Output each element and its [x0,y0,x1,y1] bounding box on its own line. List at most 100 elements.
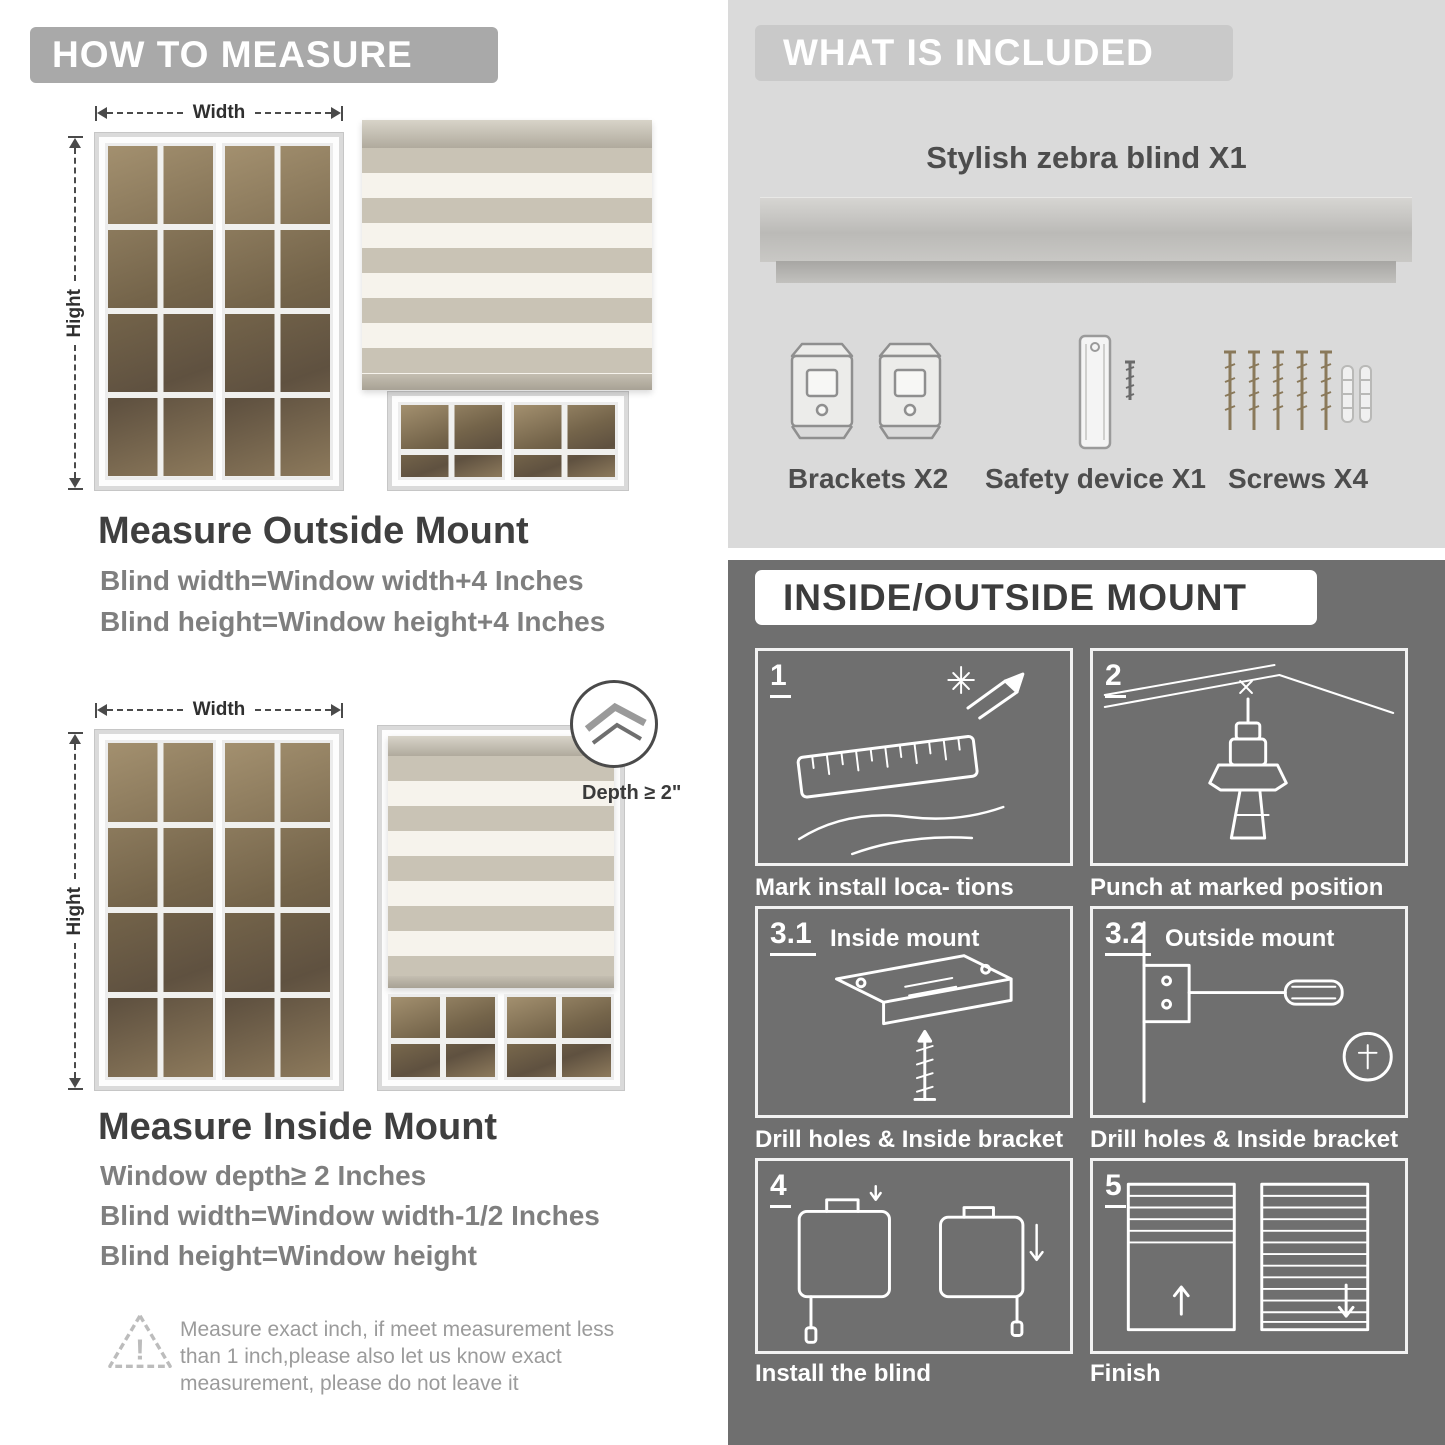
window-panes-below-blind [388,994,614,1080]
arrow-head-left-icon [97,704,107,716]
window-sash-right [511,402,618,480]
blind-bottomrail [388,976,614,988]
step-2-panel: 2 [1090,648,1408,866]
blind-stripes [362,148,652,374]
arrow-head-right-icon [331,704,341,716]
blind-bottomrail [362,374,652,390]
arrow-head-up-icon [69,138,81,148]
blind-headrail-illustration [760,197,1412,262]
step-4-panel: 4 [755,1158,1073,1354]
height-arrow-outside: Hight [64,136,85,491]
warning-text: Measure exact inch, if meet measurement … [180,1318,615,1395]
arrow-dash [74,345,76,479]
inside-outside-mount-banner-label: INSIDE/OUTSIDE MOUNT [783,576,1248,618]
step-4-illustration [797,1184,1044,1344]
arrow-dash [74,148,76,281]
step-3-1-illustration [835,954,1013,1101]
window-sash-right [222,143,333,480]
screws-label: Screws X4 [1227,463,1369,494]
step-3-1-number: 3.1 [770,917,816,956]
warning-exclamation: ! [135,1334,145,1366]
safety-device-label: Safety device X1 [984,463,1207,494]
how-to-measure-banner-label: HOW TO MEASURE [52,34,413,75]
zebra-blind-inside-illustration [388,736,614,988]
step-3-2-panel: 3.2 Outside mount [1090,906,1408,1118]
arrow-dash [107,709,183,711]
arrow-dash [255,709,331,711]
window-sash-right [222,740,333,1080]
step-3-2-caption: Drill holes & Inside bracket [1090,1126,1399,1153]
step-5-number: 5 [1105,1169,1126,1208]
arrow-dash [255,112,331,114]
width-label: Width [192,102,246,123]
screws-icon [1224,350,1372,430]
arrow-head-left-icon [97,107,107,119]
window-sash-left [105,740,216,1080]
how-to-measure-banner: HOW TO MEASURE [30,27,498,83]
arrow-tick [341,105,343,121]
what-is-included-banner-label: WHAT IS INCLUDED [783,32,1154,73]
arrow-head-up-icon [69,734,81,744]
inside-rule-depth: Window depth≥ 2 Inches [100,1160,427,1191]
window-bottom-under-blind [388,392,628,490]
window-illustration-outside [95,133,343,490]
safety-device-icon [1078,334,1135,450]
zebra-blind-outside-illustration [362,120,652,390]
outside-rule-height: Blind height=Window height+4 Inches [100,606,606,637]
window-with-inside-blind [378,726,624,1090]
what-is-included-section: WHAT IS INCLUDED Stylish zebra blind X1 [728,0,1445,548]
arrow-dash [74,943,76,1079]
arrow-tick [341,702,343,718]
measure-inside-heading: Measure Inside Mount [98,1106,498,1148]
height-label: Hight [64,886,85,936]
depth-zoom-circle [570,680,658,768]
arrow-dash [107,112,183,114]
depth-label: Depth ≥ 2" [582,782,682,804]
warning-icon: ! [108,1314,172,1368]
step-3-1-caption: Drill holes & Inside bracket [755,1126,1064,1153]
blind-headrail-lip [776,261,1396,283]
step-3-2-title: Outside mount [1165,925,1335,952]
step-3-2-illustration [1142,921,1393,1103]
arrow-tick [67,1088,83,1091]
arrow-tick [67,732,83,734]
outside-rule-width: Blind width=Window width+4 Inches [100,565,584,596]
blind-stripes [388,756,614,976]
window-sash-left [388,994,498,1080]
inside-outside-mount-banner: INSIDE/OUTSIDE MOUNT [755,570,1317,625]
height-label: Hight [64,288,85,338]
step-2-illustration [1103,664,1395,840]
arrow-head-down-icon [69,478,81,489]
window-illustration-inside [95,730,343,1090]
step-3-1-panel: 3.1 Inside mount [755,906,1073,1118]
step-1-illustration [796,666,1025,856]
arrow-head-down-icon [69,1078,81,1089]
arrow-head-right-icon [331,107,341,119]
brackets-icon [790,342,942,440]
window-sash-left [105,143,216,480]
step-2-number: 2 [1105,659,1126,698]
included-title: Stylish zebra blind X1 [926,140,1247,175]
width-label: Width [192,699,246,720]
arrow-tick [67,488,83,491]
inside-rule-height: Blind height=Window height [100,1240,477,1271]
window-sash-left [398,402,505,480]
arrow-tick [67,136,83,138]
step-3-1-title: Inside mount [830,925,980,952]
window-sash-right [504,994,614,1080]
mount-instructions-section: INSIDE/OUTSIDE MOUNT 1 [728,560,1445,1445]
step-2-caption: Punch at marked position [1090,874,1384,901]
what-is-included-banner: WHAT IS INCLUDED [755,25,1233,81]
brackets-label: Brackets X2 [787,463,949,494]
arrow-tick [95,105,97,121]
width-arrow-outside: Width [95,102,343,123]
blind-headrail [362,120,652,148]
step-3-2-number: 3.2 [1105,917,1151,956]
inside-rule-width: Blind width=Window width-1/2 Inches [100,1200,600,1231]
step-5-illustration [1126,1182,1370,1332]
step-1-caption: Mark install loca- tions [755,874,1014,901]
window-corner-zoom-icon [584,702,647,745]
arrow-dash [74,744,76,879]
step-4-caption: Install the blind [755,1360,932,1387]
